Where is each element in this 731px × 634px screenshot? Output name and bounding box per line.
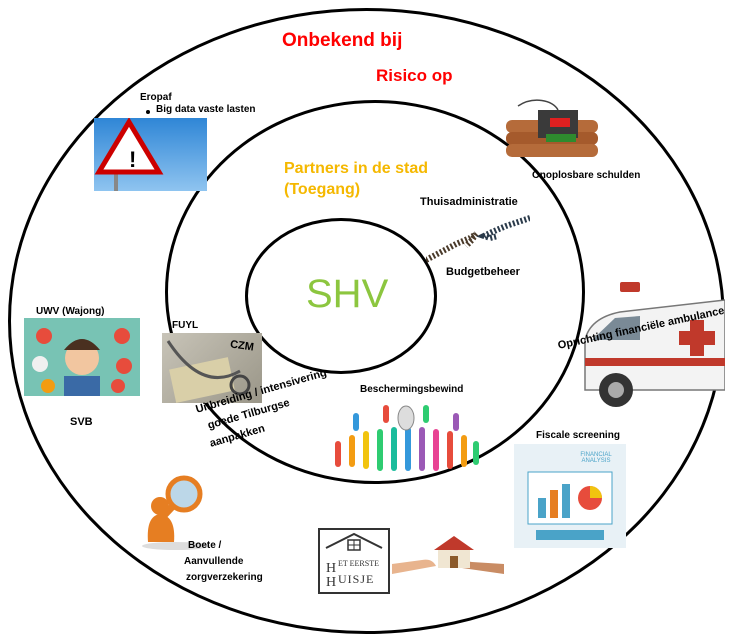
warning-sign-image: ! [94, 118, 207, 191]
eropaf-label: Eropaf [140, 92, 172, 103]
inner-ring [245, 218, 437, 374]
health-insurance-label: zorgverzekering [186, 572, 263, 583]
stethoscope-money-image [162, 333, 262, 403]
financial-analysis-image: FINANCIAL ANALYSIS [514, 444, 626, 548]
middle-ring [165, 100, 585, 484]
stressed-person-image [24, 318, 140, 396]
house-handover-image [392, 530, 504, 582]
title-unknown: Onbekend bij [282, 30, 403, 51]
partners-label: Partners in de stad [284, 160, 429, 177]
first-house-logo-line2: UISJE [338, 572, 375, 586]
partners-sub-label: (Toegang) [284, 181, 361, 198]
financial-analysis-text: FINANCIAL ANALYSIS [580, 452, 612, 464]
home-admin-label: Thuisadministratie [420, 196, 518, 208]
time-bomb-image [498, 98, 600, 160]
center-label: SHV [306, 272, 389, 316]
fine-label: Boete / [188, 540, 222, 551]
title-risk: Risico op [376, 66, 453, 85]
supplementary-label: Aanvullende [184, 556, 244, 567]
bigdata-label: Big data vaste lasten [156, 104, 256, 115]
reaching-hands-image [426, 210, 530, 266]
svg-text:H: H [326, 575, 336, 590]
first-house-logo-line1: ET EERSTE [338, 559, 379, 568]
svg-text:!: ! [129, 147, 136, 172]
unsolvable-debts-label: Onoplosbare schulden [532, 170, 641, 181]
first-house-logo: H H ET EERSTE UISJE [318, 528, 390, 594]
uwv-label: UWV (Wajong) [36, 306, 105, 317]
svb-label: SVB [70, 416, 93, 428]
fuyl-label: FUYL [172, 320, 199, 331]
tax-screening-label: Fiscale screening [536, 430, 620, 441]
ambulance-image [580, 280, 725, 410]
bullet-icon [146, 110, 150, 114]
protection-label: Beschermingsbewind [360, 384, 464, 395]
magnifier-figure-image [136, 472, 216, 550]
people-circle-image [326, 398, 488, 472]
svg-text:H: H [326, 561, 336, 576]
budget-management-label: Budgetbeheer [446, 266, 520, 278]
